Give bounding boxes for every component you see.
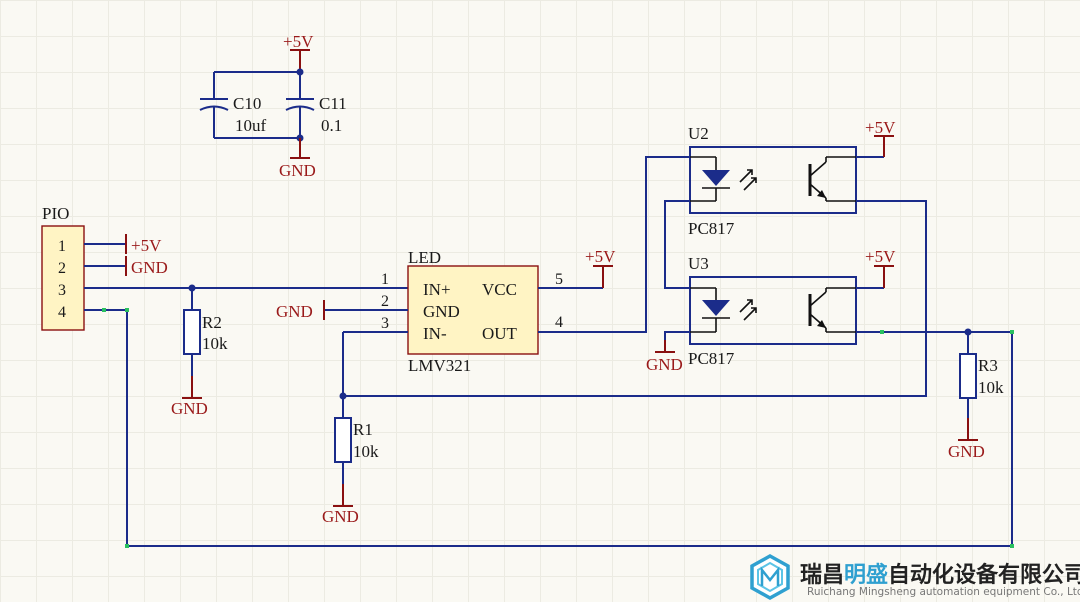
interconnect-wires [106, 200, 1014, 548]
resistor-r3: GND R3 10k [948, 328, 1004, 461]
optocoupler-u3: U3 PC817 +5V GND [646, 247, 896, 374]
company-name: 瑞昌明盛自动化设备有限公司 [800, 562, 1080, 588]
pio-pin-3: 3 [58, 282, 66, 299]
r1-value: 10k [353, 442, 379, 461]
company-name-highlight: 明盛 [844, 562, 888, 588]
r2-gnd-label: GND [171, 399, 208, 418]
r2-value: 10k [202, 334, 228, 353]
pio-pin-4: 4 [58, 304, 66, 321]
opamp-vcc-label: +5V [585, 247, 616, 266]
opamp-pin-out: OUT [482, 324, 518, 343]
c10-value: 10uf [235, 116, 267, 135]
opamp-designator: LED [408, 248, 441, 267]
optocoupler-u2: U2 PC817 +5V [688, 118, 896, 238]
opamp-pin-num-2: 2 [381, 293, 389, 310]
opamp-pin-num-5: 5 [555, 271, 563, 288]
pio-label: PIO [42, 204, 69, 223]
opamp-lmv321: LED IN+ GND IN- VCC OUT LMV321 1 2 3 5 4… [276, 156, 690, 396]
r3-gnd-label: GND [948, 442, 985, 461]
company-logo [750, 553, 790, 601]
c11-value: 0.1 [321, 116, 342, 135]
u3-gnd-label: GND [646, 355, 683, 374]
opamp-gnd-label: GND [276, 302, 313, 321]
company-name-part1: 瑞昌 [800, 563, 844, 588]
pio-gnd-label: GND [131, 258, 168, 277]
opamp-pin-num-3: 3 [381, 315, 389, 332]
opamp-pin-vcc: VCC [482, 280, 517, 299]
r1-ref: R1 [353, 420, 373, 439]
opamp-pin-inplus: IN+ [423, 280, 451, 299]
pio-connector: PIO 1 2 3 4 +5V GND [41, 204, 408, 331]
pio-vcc-label: +5V [131, 236, 162, 255]
opamp-pin-num-1: 1 [381, 271, 389, 288]
u2-vcc-label: +5V [865, 118, 896, 137]
u3-part: PC817 [688, 349, 735, 368]
c10-ref: C10 [233, 94, 261, 113]
u3-vcc-label: +5V [865, 247, 896, 266]
r3-ref: R3 [978, 356, 998, 375]
resistor-r1: GND R1 10k [322, 392, 379, 526]
opamp-pin-gnd: GND [423, 302, 460, 321]
r2-ref: R2 [202, 313, 222, 332]
u2-part: PC817 [688, 219, 735, 238]
r3-value: 10k [978, 378, 1004, 397]
opamp-part-name: LMV321 [408, 356, 471, 375]
u3-ref: U3 [688, 254, 709, 273]
decoupling-capacitors: +5V GND C10 10uf C11 0.1 [199, 32, 347, 180]
pio-pin-1: 1 [58, 238, 66, 255]
u2-ref: U2 [688, 124, 709, 143]
c11-ref: C11 [319, 94, 347, 113]
company-name-part3: 自动化设备有限公司 [888, 562, 1080, 588]
c-vcc-label: +5V [283, 32, 314, 51]
opamp-pin-inminus: IN- [423, 324, 447, 343]
pio-pin-2: 2 [58, 260, 66, 277]
opamp-pin-num-4: 4 [555, 314, 563, 331]
c-gnd-label: GND [279, 161, 316, 180]
company-english-name: Ruichang Mingsheng automation equipment … [807, 586, 1080, 598]
resistor-r2: GND R2 10k [171, 284, 228, 418]
r1-gnd-label: GND [322, 507, 359, 526]
